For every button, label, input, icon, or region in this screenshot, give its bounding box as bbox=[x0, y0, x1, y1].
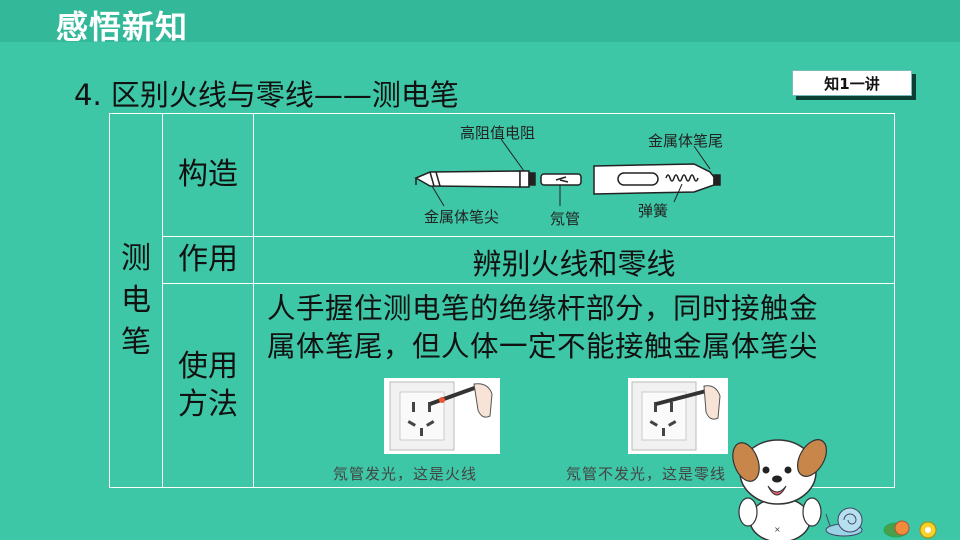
structure-diagram-cell: 高阻值电阻 金属体笔尾 金属体笔尖 氖管 弹簧 bbox=[253, 113, 895, 237]
socket-live-illustration bbox=[389, 381, 493, 451]
leader-lines bbox=[431, 138, 711, 207]
lesson-tag: 知1一讲 bbox=[792, 70, 912, 96]
method-text: 人手握住测电笔的绝缘杆部分，同时接触金 属体笔尾，但人体一定不能接触金属体笔尖 bbox=[267, 290, 894, 366]
label-method-line: 使用 bbox=[178, 348, 238, 384]
pen-tip-section bbox=[414, 170, 536, 188]
section-heading: 4. 区别火线与零线——测电笔 bbox=[74, 78, 459, 112]
label-tail: 金属体笔尾 bbox=[648, 132, 724, 150]
row-header-char: 测 bbox=[121, 240, 151, 276]
svg-text:×: × bbox=[774, 525, 781, 534]
row-header-char: 笔 bbox=[121, 324, 151, 360]
purpose-cell: 辨别火线和零线 bbox=[253, 236, 895, 284]
method-line: 人手握住测电笔的绝缘杆部分，同时接触金 bbox=[267, 292, 819, 325]
neon-tube bbox=[540, 173, 582, 186]
label-method: 使用 方法 bbox=[162, 283, 254, 488]
table-row: 测 电 笔 构造 bbox=[109, 113, 895, 488]
label-resistor: 高阻值电阻 bbox=[460, 124, 536, 142]
title-band bbox=[0, 0, 960, 42]
socket-photo-neutral bbox=[628, 378, 728, 454]
purpose-text: 辨别火线和零线 bbox=[472, 247, 676, 281]
method-line: 属体笔尾，但人体一定不能接触金属体笔尖 bbox=[267, 330, 819, 363]
caption-neutral: 氖管不发光，这是零线 bbox=[566, 465, 727, 483]
puppy-mascot: × bbox=[732, 439, 828, 540]
pen-tail-section bbox=[593, 163, 721, 195]
socket-photo-live bbox=[384, 378, 500, 454]
content-table: 测 电 笔 构造 bbox=[109, 113, 895, 488]
row-header-char: 电 bbox=[121, 282, 151, 318]
pen-diagram bbox=[414, 138, 721, 207]
label-purpose: 作用 bbox=[162, 236, 254, 284]
socket-neutral-illustration bbox=[631, 381, 721, 451]
label-spring: 弹簧 bbox=[638, 202, 669, 220]
snail-decoration bbox=[825, 507, 937, 539]
label-method-line: 方法 bbox=[178, 386, 238, 422]
label-neon: 氖管 bbox=[550, 210, 581, 228]
label-tip: 金属体笔尖 bbox=[424, 208, 500, 226]
slide-title: 感悟新知 bbox=[56, 8, 189, 46]
row-header-cell: 测 电 笔 bbox=[109, 113, 163, 488]
table-row: 使用 方法 人手握住测电笔的绝缘杆部分，同时接触金 属体笔尾，但人体一定不能接触… bbox=[110, 283, 895, 488]
caption-live: 氖管发光，这是火线 bbox=[333, 465, 478, 483]
table-row: 作用 辨别火线和零线 bbox=[110, 236, 895, 284]
label-structure: 构造 bbox=[162, 113, 254, 237]
